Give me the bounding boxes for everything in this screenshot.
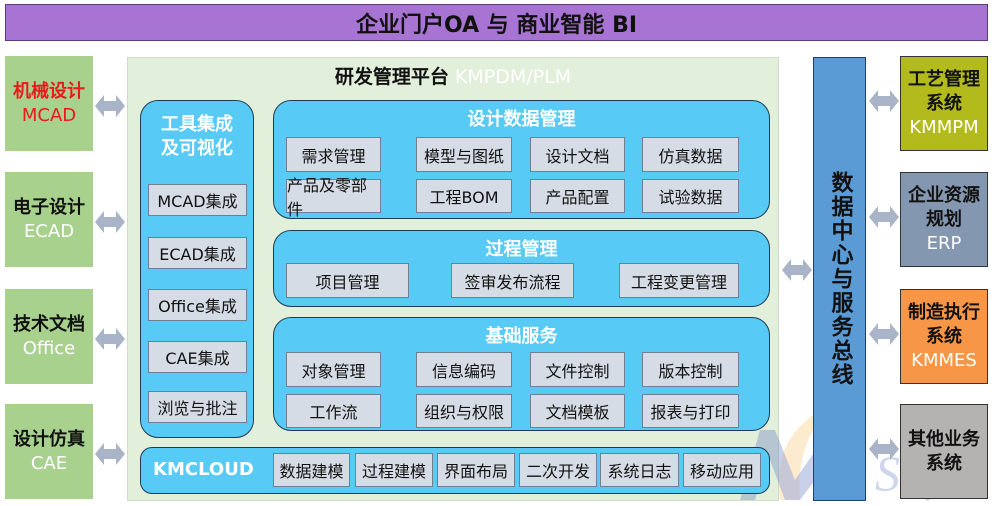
module-item[interactable]: 界面布局	[437, 453, 515, 487]
basic-services-panel: 基础服务对象管理信息编码文件控制版本控制工作流 组织与权限文档模板报表与打印	[273, 317, 770, 431]
module-item[interactable]: 产品及零部件	[286, 176, 381, 219]
service-bus: 数据中心与服务总线	[813, 57, 866, 501]
process-title: 过程管理	[485, 239, 558, 260]
right-system-3: 其他业务系统	[900, 404, 988, 499]
module-item[interactable]: 项目管理	[286, 263, 409, 298]
double-arrow-icon	[869, 438, 899, 460]
platform-subtitle: KMPDM/PLM	[454, 66, 572, 88]
system-code: ECAD	[23, 220, 75, 242]
module-item[interactable]: 报表与打印	[642, 394, 739, 428]
module-item[interactable]: 移动应用	[683, 453, 761, 487]
process-panel: 过程管理项目管理 签审发布流程 工程变更管理	[273, 230, 770, 307]
double-arrow-icon	[95, 95, 125, 117]
platform-name: 研发管理平台	[334, 66, 449, 88]
module-item[interactable]: 信息编码	[416, 352, 512, 387]
module-item[interactable]: 产品配置	[530, 179, 625, 213]
system-name: 工艺管理系统	[908, 68, 980, 114]
system-code: CAE	[30, 452, 68, 474]
module-item[interactable]: 浏览与批注	[148, 391, 247, 423]
module-item[interactable]: 二次开发	[519, 453, 597, 487]
system-code: ERP	[926, 232, 962, 254]
banner-title: 企业门户OA 与 商业智能 BI	[355, 12, 638, 38]
tools-panel: 工具集成及可视化 MCAD集成 ECAD集成 Office集成 CAE集成浏览与批注	[140, 100, 254, 438]
kmcloud-panel: KMCLOUD 数据建模过程建模界面布局二次开发系统日志移动应用	[140, 447, 770, 494]
system-code: KMMES	[911, 349, 977, 371]
module-item[interactable]: 过程建模	[355, 453, 433, 487]
module-item[interactable]: 试验数据	[642, 179, 739, 213]
tools-title-line2: 及可视化	[161, 138, 233, 159]
module-item[interactable]: 系统日志	[600, 453, 679, 487]
module-item[interactable]: 版本控制	[642, 352, 739, 387]
system-name: 制造执行系统	[908, 301, 980, 347]
system-code: KMMPM	[909, 116, 979, 138]
module-item[interactable]: 仿真数据	[642, 137, 739, 172]
system-name: 其他业务系统	[908, 428, 980, 474]
system-name: 机械设计	[13, 80, 85, 102]
module-item[interactable]: CAE集成	[148, 341, 247, 373]
module-item[interactable]: Office集成	[148, 289, 247, 321]
system-name: 设计仿真	[13, 428, 85, 450]
design-data-title: 设计数据管理	[467, 109, 576, 130]
double-arrow-icon	[95, 443, 125, 465]
double-arrow-icon	[869, 323, 899, 345]
module-item[interactable]: 工程变更管理	[619, 263, 739, 298]
system-name: 企业资源规划	[908, 184, 980, 230]
tools-title: 工具集成及可视化	[141, 113, 253, 161]
module-item[interactable]: 组织与权限	[416, 394, 512, 428]
module-item[interactable]: 对象管理	[286, 352, 381, 387]
system-code: Office	[22, 337, 76, 359]
module-item[interactable]: 签审发布流程	[451, 263, 574, 298]
double-arrow-icon	[869, 206, 899, 228]
design-data-panel: 设计数据管理需求管理模型与图纸设计文档仿真数据产品及零部件 工程BOM 产品配置试验…	[273, 100, 770, 219]
module-item[interactable]: 文件控制	[530, 352, 625, 387]
top-banner: 企业门户OA 与 商业智能 BI	[5, 4, 988, 41]
module-item[interactable]: 文档模板	[530, 394, 625, 428]
module-item[interactable]: 模型与图纸	[416, 137, 512, 172]
double-arrow-icon	[95, 211, 125, 233]
module-item[interactable]: 数据建模	[273, 453, 350, 487]
double-arrow-icon	[869, 90, 899, 112]
system-name: 电子设计	[13, 196, 85, 218]
module-item[interactable]: 设计文档	[530, 137, 625, 172]
module-item[interactable]: 工程BOM	[416, 179, 512, 213]
module-item[interactable]: 工作流	[286, 394, 381, 428]
system-name: 技术文档	[13, 313, 85, 335]
system-code: MCAD	[21, 104, 77, 126]
module-item[interactable]: 需求管理	[286, 137, 381, 172]
double-arrow-icon	[782, 259, 812, 281]
tools-title-line1: 工具集成	[161, 114, 233, 135]
module-item[interactable]: ECAD集成	[148, 237, 247, 269]
double-arrow-icon	[95, 328, 125, 350]
module-item[interactable]: MCAD集成	[148, 184, 247, 216]
kmcloud-title: KMCLOUD	[153, 459, 254, 480]
basic-services-title: 基础服务	[485, 326, 558, 347]
service-bus-label: 数据中心与服务总线	[827, 171, 853, 387]
